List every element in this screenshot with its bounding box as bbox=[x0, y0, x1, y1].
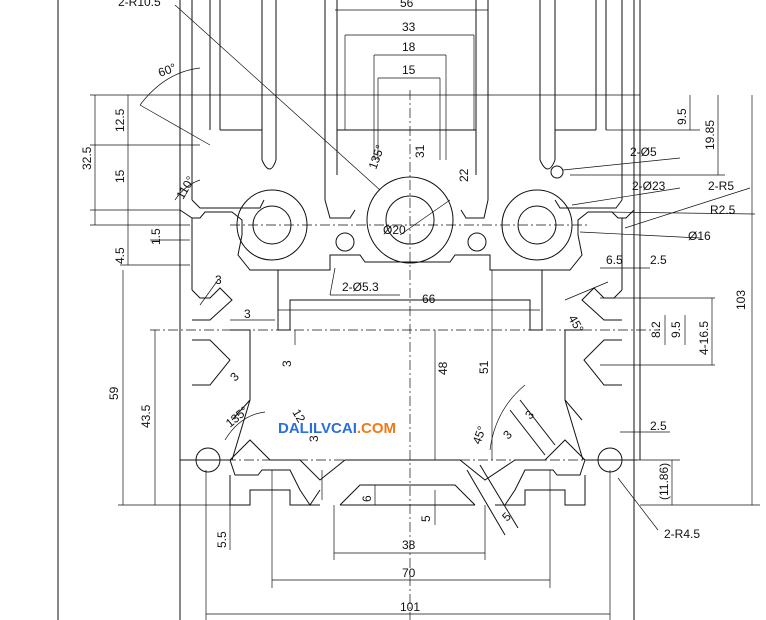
label-38: 38 bbox=[402, 538, 416, 552]
label-angle-135-top: 135° bbox=[366, 143, 388, 171]
label-r5: 2-R5 bbox=[708, 179, 734, 193]
label-top-cut: 2-R10.5 bbox=[118, 0, 161, 9]
label-chamfer-3-left: 3 bbox=[227, 369, 242, 384]
label-9-5-right: 9.5 bbox=[669, 321, 683, 338]
label-15: 15 bbox=[113, 169, 127, 183]
label-chamfer-3-right: 3 bbox=[500, 427, 515, 442]
label-3-a: 3 bbox=[215, 273, 222, 287]
svg-text:DALILVCAI.COM: DALILVCAI.COM bbox=[278, 420, 396, 437]
label-19-85: 19.85 bbox=[703, 120, 717, 150]
label-3-d: 3 bbox=[307, 435, 321, 442]
label-70: 70 bbox=[402, 566, 416, 580]
label-angle-60: 60° bbox=[156, 60, 178, 79]
label-r4-5: 2-R4.5 bbox=[664, 527, 700, 541]
holes bbox=[195, 165, 623, 473]
dimension-lines bbox=[90, 4, 760, 620]
label-angle-110: 110° bbox=[173, 174, 197, 202]
watermark-name: DALILVCAI bbox=[278, 420, 357, 437]
pin-hole bbox=[550, 165, 564, 179]
label-12-b: 12 bbox=[289, 407, 308, 426]
label-59: 59 bbox=[107, 386, 121, 400]
label-103: 103 bbox=[734, 290, 748, 310]
label-width-56: 56 bbox=[400, 0, 414, 10]
label-51: 51 bbox=[477, 360, 491, 374]
label-angle-45-bottom: 45° bbox=[470, 424, 489, 446]
label-2-5-top: 2.5 bbox=[650, 253, 667, 267]
label-43-5: 43.5 bbox=[139, 404, 153, 428]
profile-outline bbox=[179, 0, 635, 620]
label-4-16-5: 4-16.5 bbox=[697, 321, 711, 355]
label-4-5: 4.5 bbox=[113, 247, 127, 264]
label-5-5: 5.5 bbox=[215, 531, 229, 548]
watermark-logo: DALILVCAI.COM bbox=[278, 420, 396, 437]
label-66: 66 bbox=[422, 292, 436, 306]
label-5-b: 5 bbox=[499, 509, 514, 524]
label-32-5: 32.5 bbox=[80, 146, 94, 170]
label-2-5-right: 2.5 bbox=[650, 419, 667, 433]
sheet-frame bbox=[57, 0, 641, 620]
label-5-a: 5 bbox=[419, 515, 433, 522]
label-101: 101 bbox=[400, 600, 420, 614]
label-8-2: 8.2 bbox=[649, 321, 663, 338]
watermark-suffix: .COM bbox=[357, 420, 396, 437]
label-width-33: 33 bbox=[402, 20, 416, 34]
label-3-c: 3 bbox=[280, 360, 294, 367]
center-lines bbox=[150, 90, 660, 620]
label-22: 22 bbox=[457, 168, 471, 182]
label-phi-5: 2-Ø5 bbox=[630, 145, 657, 159]
label-width-15: 15 bbox=[402, 63, 416, 77]
label-11-86: (11.86) bbox=[657, 463, 671, 500]
label-phi-23: 2-Ø23 bbox=[632, 179, 666, 193]
label-6: 6 bbox=[360, 495, 374, 502]
label-angle-135-bottom: 135° bbox=[223, 403, 251, 430]
label-12-5: 12.5 bbox=[113, 108, 127, 132]
label-phi-20: Ø20 bbox=[383, 223, 406, 237]
label-9-5-top: 9.5 bbox=[675, 108, 689, 125]
label-31: 31 bbox=[413, 144, 427, 158]
label-48: 48 bbox=[436, 361, 450, 375]
label-angle-45-right: 45° bbox=[565, 313, 586, 336]
label-3-b: 3 bbox=[244, 307, 251, 321]
label-phi-16: Ø16 bbox=[688, 229, 711, 243]
label-r2-5: R2.5 bbox=[710, 203, 736, 217]
label-phi-5-3: 2-Ø5.3 bbox=[342, 280, 379, 294]
small-hole-left bbox=[335, 232, 355, 252]
label-width-18: 18 bbox=[402, 40, 416, 54]
small-hole-right bbox=[467, 232, 487, 252]
label-6-5: 6.5 bbox=[606, 253, 623, 267]
label-1-5: 1.5 bbox=[149, 228, 163, 245]
